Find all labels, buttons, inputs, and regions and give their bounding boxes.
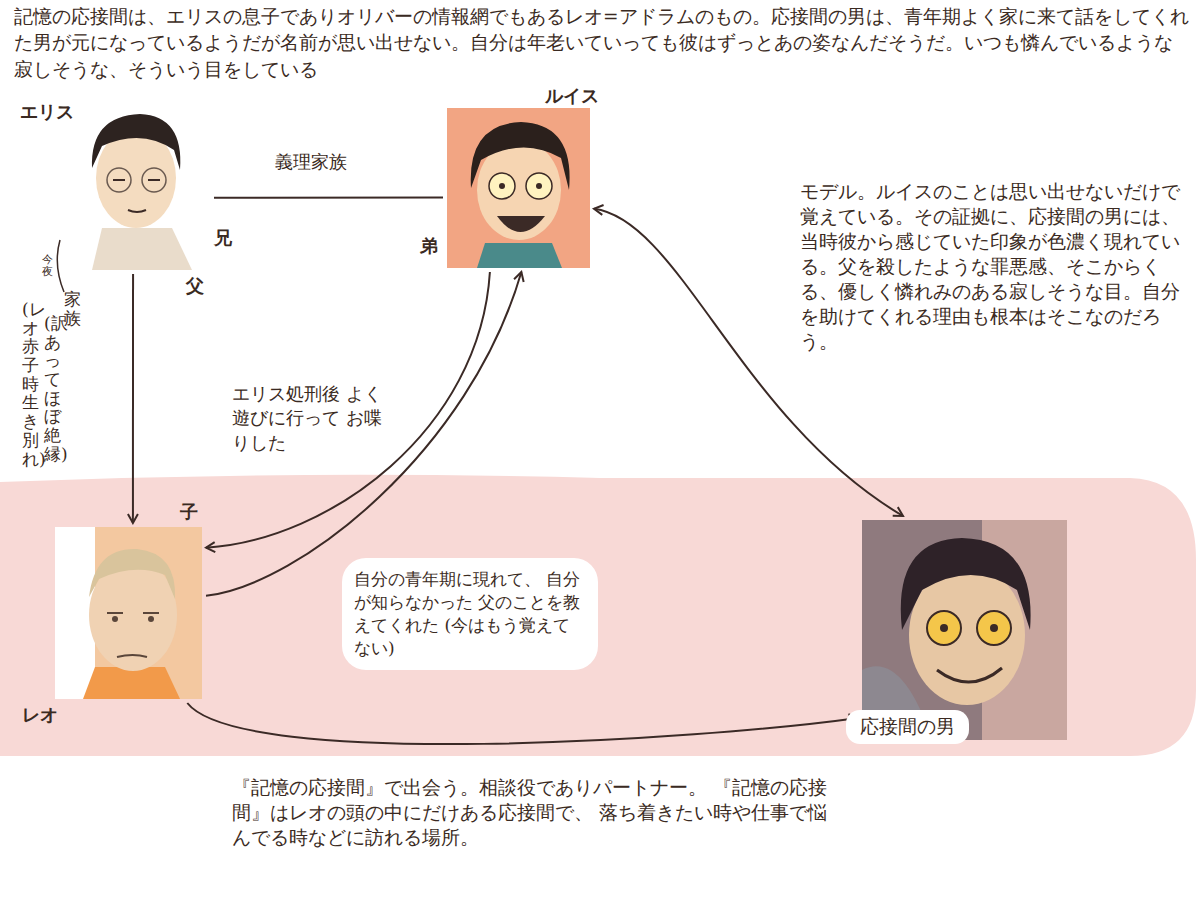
edge-label: 『記憶の応接間』で出会う。相談役でありパートナー。 『記憶の応接間』はレオの頭の… xyxy=(232,776,842,851)
name-label: レオ xyxy=(22,703,58,727)
edge-label: モデル。ルイスのことは思い出せないだけで覚えている。その証拠に、応接間の男には、… xyxy=(800,180,1192,355)
name-label: エリス xyxy=(20,100,74,124)
portrait-node: ルイス xyxy=(447,108,590,268)
relation-note: (訳あってほぼ絶縁) xyxy=(44,314,61,464)
relation-note: 今夜 xyxy=(42,254,53,278)
connector xyxy=(206,272,521,596)
relation-note: 兄 xyxy=(214,226,232,250)
edge-label: エリス処刑後 よく遊びに行って お喋りした xyxy=(232,382,382,455)
edge-label: 自分の青年期に現れて、 自分が知らなかった 父のことを教えてくれた (今はもう覚… xyxy=(342,558,598,670)
connector xyxy=(214,197,443,199)
edge-label: 義理家族 xyxy=(272,150,350,174)
relation-note: 弟 xyxy=(420,234,438,258)
edge-label: 家族 xyxy=(64,290,81,327)
name-label: ルイス xyxy=(545,84,599,108)
relation-note: 子 xyxy=(180,500,198,524)
portrait-node: レオ xyxy=(55,527,202,699)
leo-portrait xyxy=(55,527,202,699)
portrait-node: 応接間の男 xyxy=(862,520,1067,740)
elis-portrait xyxy=(62,98,210,270)
relation-note: 父 xyxy=(186,274,204,298)
connector xyxy=(132,274,134,523)
name-label: 応接間の男 xyxy=(846,710,969,744)
louis-portrait xyxy=(447,108,590,268)
pink-band xyxy=(0,475,1196,756)
man-portrait xyxy=(862,520,1067,740)
connector xyxy=(206,272,490,548)
portrait-node: エリス xyxy=(62,98,210,270)
connector xyxy=(187,703,858,744)
header-note: 記憶の応接間は、エリスの息子でありオリバーの情報網でもあるレオ=アドラムのもの。… xyxy=(14,4,1190,83)
relation-note: (レオ赤子時生き別れ) xyxy=(22,300,39,468)
